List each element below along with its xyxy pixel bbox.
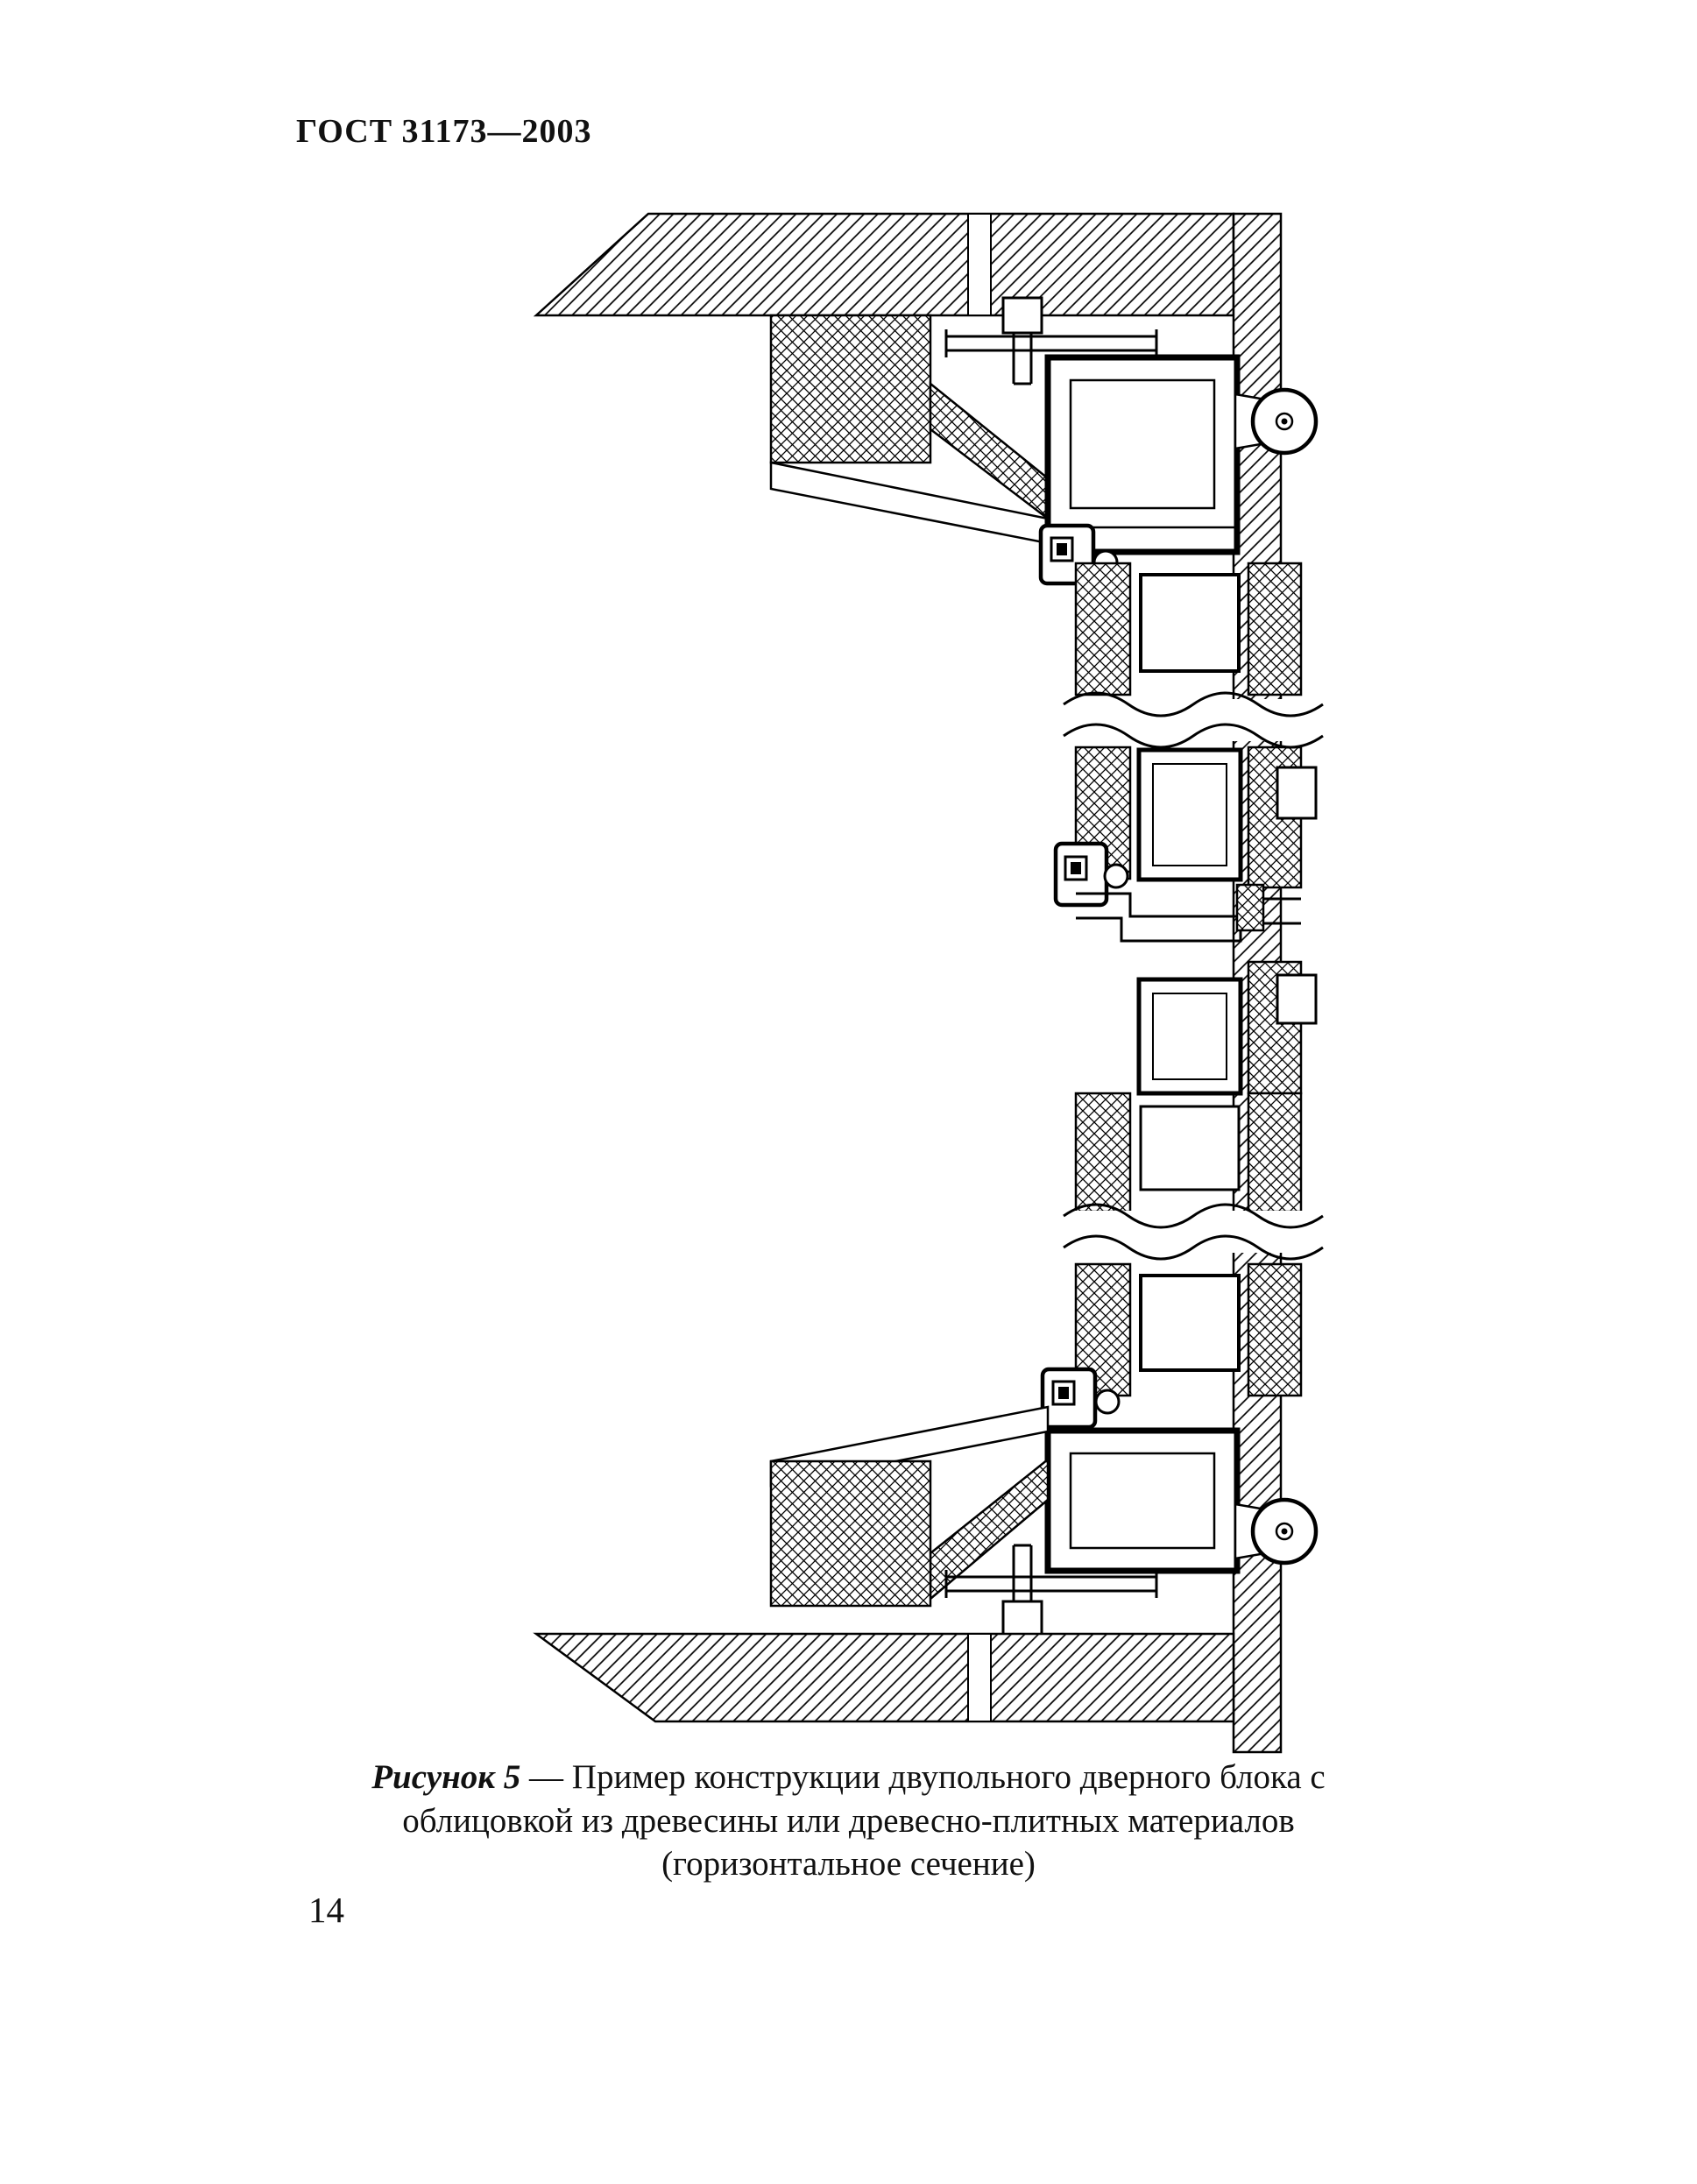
stile-block	[1235, 883, 1265, 932]
figure-label: Рисунок 5	[371, 1758, 521, 1796]
frame-insulation-bottom	[769, 1460, 932, 1608]
leaf-core-channel-2	[1136, 977, 1243, 1096]
anchor-bolt-bottom	[944, 1544, 1158, 1638]
frame-channel-bottom-liner	[1069, 1452, 1216, 1550]
leaf-cladding-right-5	[1247, 1262, 1303, 1397]
meeting-stile-seal	[1053, 841, 1129, 908]
anchor-bolt-top	[944, 296, 1158, 385]
door-block-cross-section	[533, 212, 1324, 1754]
leaf-stiffener-3	[1139, 1274, 1241, 1372]
wall-seam-top	[967, 213, 992, 316]
wall-section-top	[533, 212, 1235, 317]
page-header: ГОСТ 31173—2003	[296, 113, 592, 150]
leaf-core-channel-1	[1136, 747, 1243, 882]
figure-drawing	[491, 200, 1384, 1759]
figure-caption: Рисунок 5 — Пример конструкции двупольно…	[288, 1756, 1410, 1886]
hinge-top	[1234, 387, 1319, 456]
leaf-stiffener-1	[1139, 573, 1241, 673]
leaf-stiffener-2	[1139, 1105, 1241, 1191]
wall-section-bottom	[533, 1632, 1235, 1723]
leaf-cladding-right-4	[1247, 1092, 1303, 1213]
frame-channel-bottom	[1044, 1427, 1241, 1574]
wall-seam-bottom	[967, 1633, 992, 1722]
frame-channel-top	[1044, 354, 1241, 555]
section-break-1	[1063, 691, 1324, 749]
leaf-cladding-left-1	[1074, 562, 1132, 696]
leaf-cladding-left-3	[1074, 1092, 1132, 1213]
hinge-bottom	[1234, 1497, 1319, 1566]
rebate-seal-bottom	[1040, 1367, 1121, 1430]
frame-insulation-top	[769, 314, 932, 464]
figure-caption-text: — Пример конструкции двупольного дверног…	[402, 1758, 1326, 1884]
page-number: 14	[308, 1890, 344, 1930]
section-break-2	[1063, 1203, 1324, 1261]
frame-channel-top-liner	[1069, 378, 1216, 510]
leaf-cladding-right-1	[1247, 562, 1303, 696]
